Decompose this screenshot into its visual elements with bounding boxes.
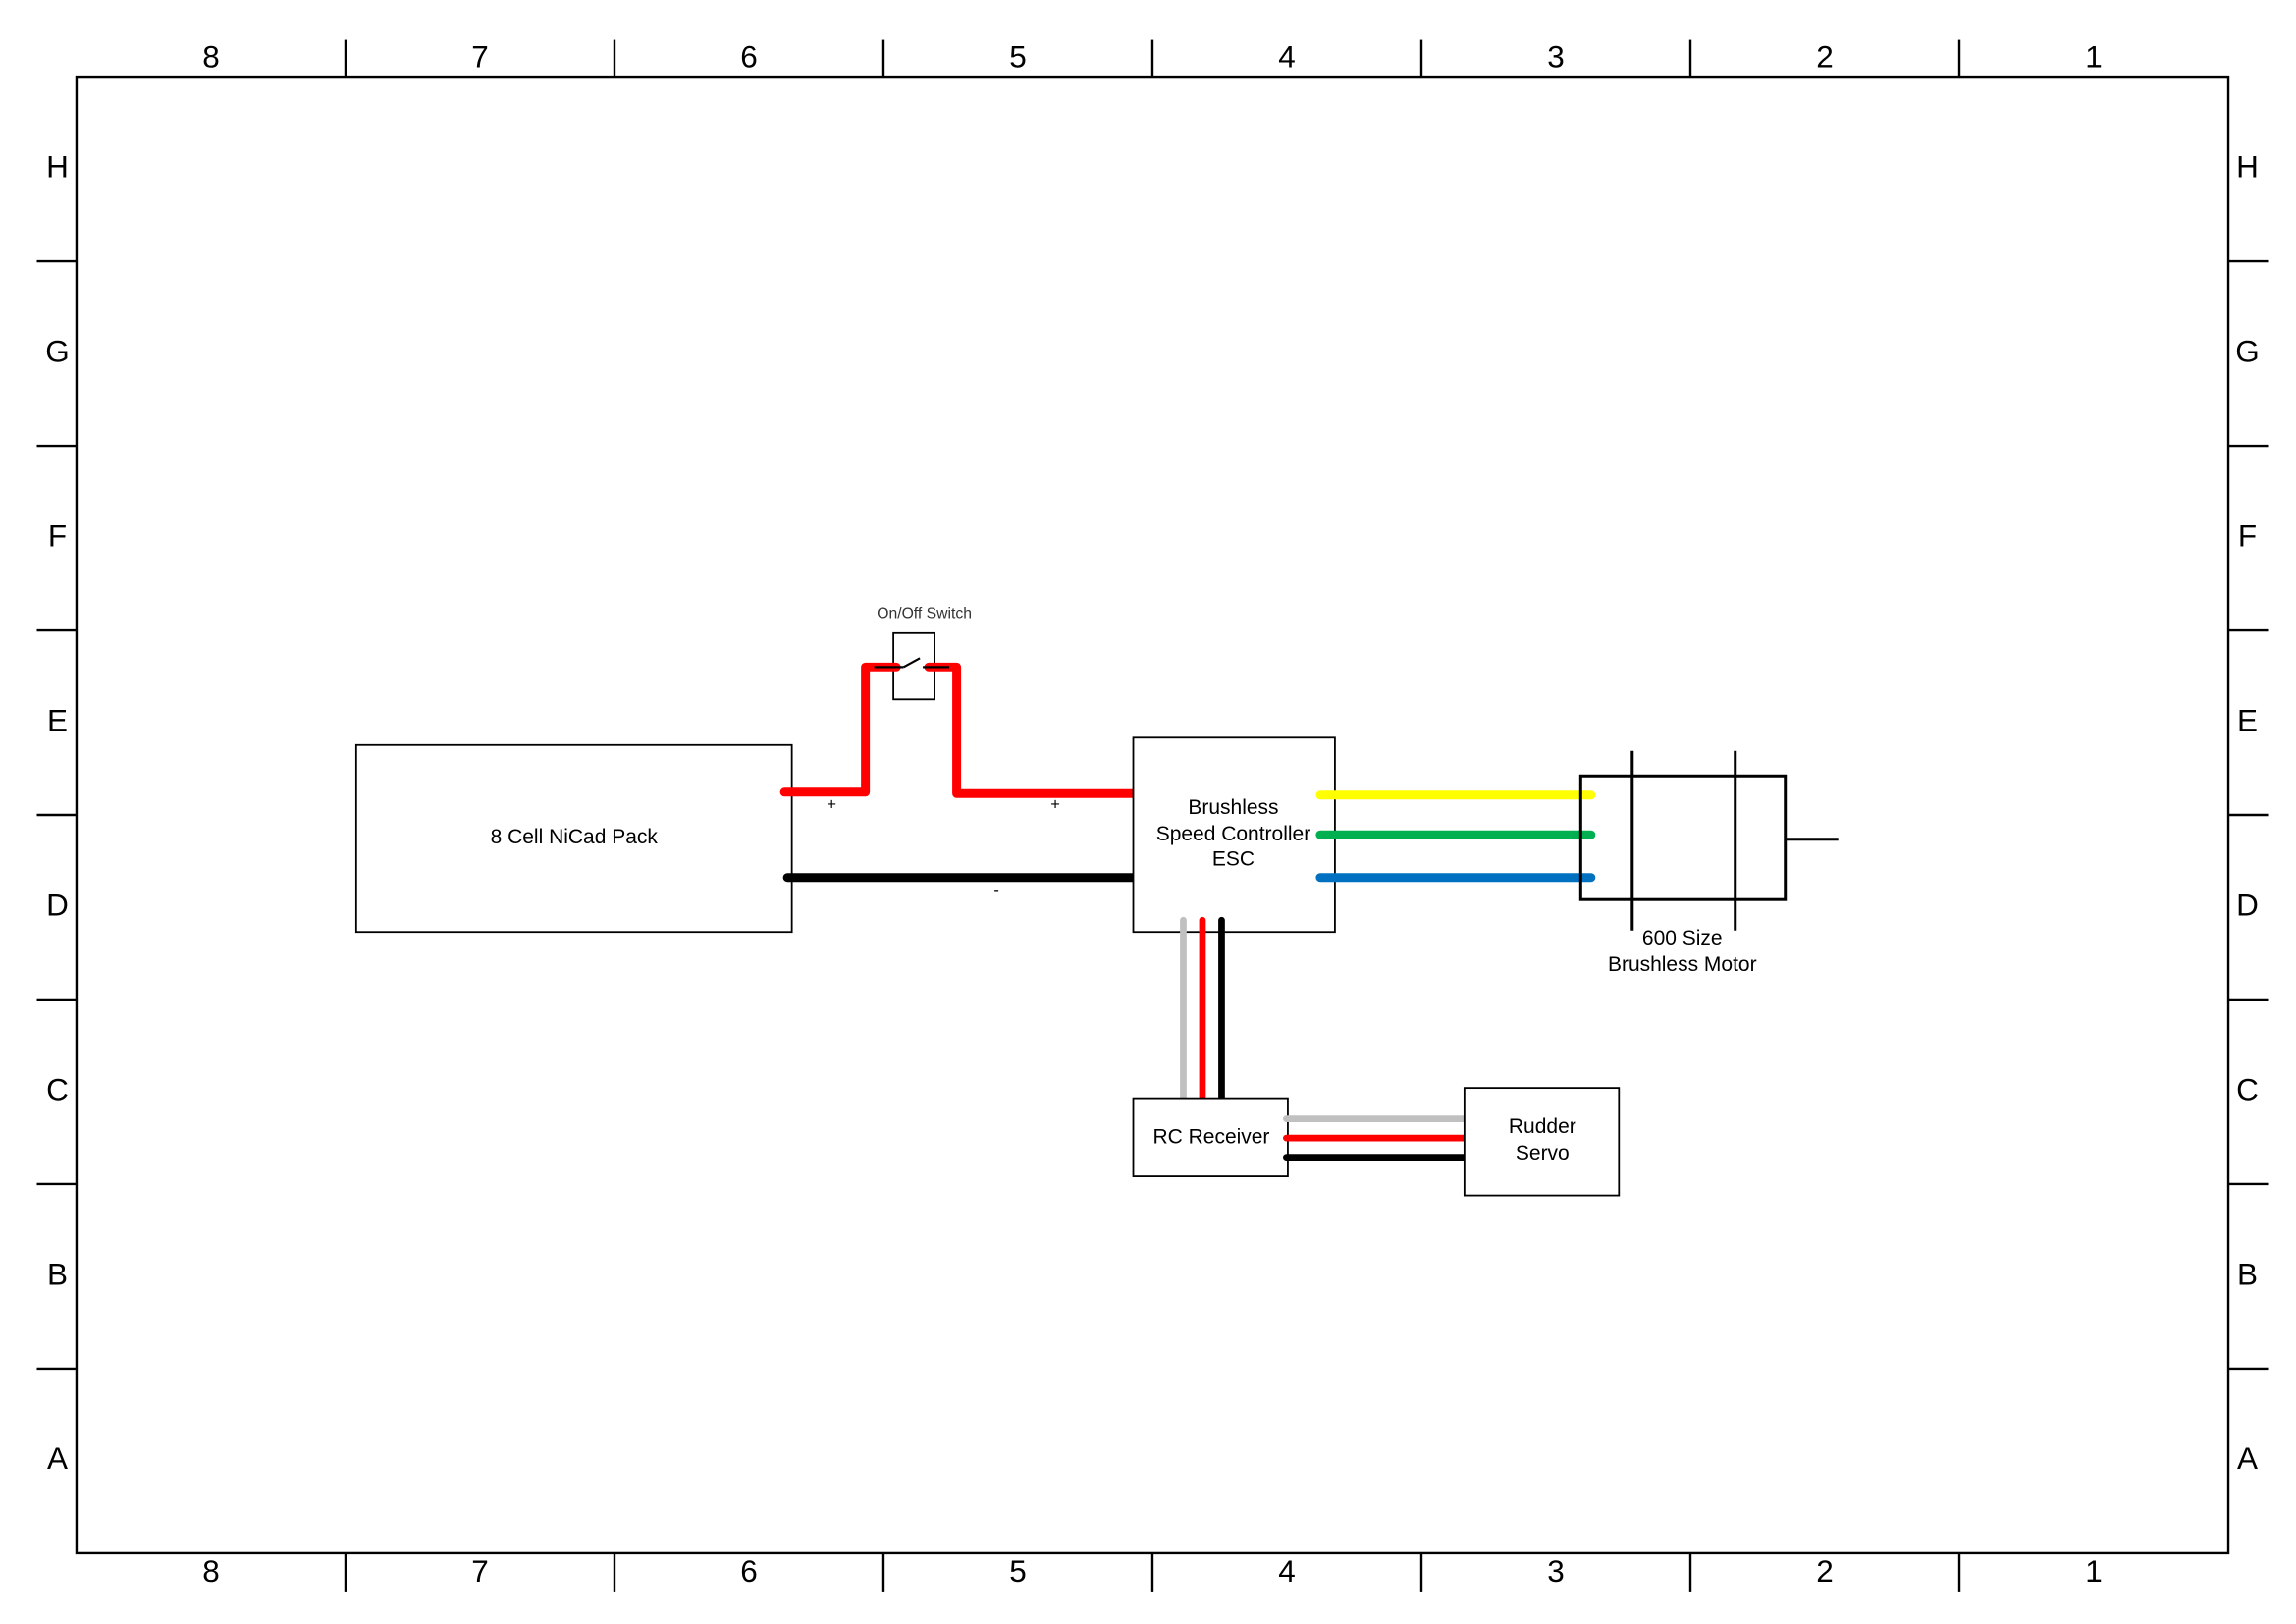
column-label-top: 5 [1009, 39, 1027, 74]
row-label-right: G [2235, 334, 2259, 368]
rc-receiver: RC Receiver [1132, 1097, 1289, 1177]
column-label-bottom: 3 [1547, 1554, 1565, 1589]
row-label-left: D [46, 888, 69, 922]
column-label-top: 7 [471, 39, 489, 74]
esc-label-line2: Speed Controller [1156, 823, 1310, 845]
positive-wire-battery-to-switch [779, 662, 901, 797]
column-label-bottom: 7 [471, 1554, 489, 1589]
plus-label-esc: + [1050, 796, 1060, 814]
row-label-right: A [2237, 1441, 2258, 1476]
column-label-bottom: 4 [1278, 1554, 1296, 1589]
column-label-bottom: 6 [740, 1554, 758, 1589]
column-label-bottom: 2 [1816, 1554, 1834, 1589]
battery-label: 8 Cell NiCad Pack [491, 826, 659, 848]
positive-wire-switch-to-esc [924, 662, 1148, 798]
row-label-left: F [48, 518, 67, 553]
column-label-top: 6 [740, 39, 758, 74]
esc-label-line1: Brushless [1188, 796, 1278, 819]
column-label-top: 4 [1278, 39, 1296, 74]
row-label-right: H [2236, 149, 2259, 184]
rudder-servo: Rudder Servo [1463, 1087, 1621, 1197]
servo-box [1463, 1087, 1621, 1197]
servo-label-line2: Servo [1516, 1142, 1570, 1164]
battery-pack: 8 Cell NiCad Pack [354, 743, 793, 934]
column-label-top: 8 [202, 39, 220, 74]
column-label-bottom: 8 [202, 1554, 220, 1589]
row-label-left: H [46, 149, 69, 184]
receiver-box [1132, 1097, 1289, 1177]
minus-label: - [993, 882, 998, 899]
switch-contact-icon [874, 657, 950, 669]
column-label-top: 3 [1547, 39, 1565, 74]
row-label-left: C [46, 1072, 69, 1107]
motor-box [1578, 774, 1788, 901]
motor-label-line2: Brushless Motor [1608, 953, 1757, 976]
column-label-bottom: 1 [2085, 1554, 2103, 1589]
row-label-right: F [2238, 518, 2257, 553]
brushless-motor: 600 Size Brushless Motor [1578, 750, 1839, 976]
row-label-left: A [47, 1441, 68, 1476]
row-label-right: E [2237, 703, 2258, 737]
column-label-top: 2 [1816, 39, 1834, 74]
speed-controller: Brushless Speed Controller ESC [1132, 736, 1336, 934]
column-label-top: 1 [2085, 39, 2103, 74]
column-label-bottom: 5 [1009, 1554, 1027, 1589]
motor-label-line1: 600 Size [1642, 927, 1723, 949]
row-label-right: C [2236, 1072, 2259, 1107]
row-label-left: E [47, 703, 68, 737]
row-label-right: D [2236, 888, 2259, 922]
plus-label-battery: + [827, 796, 836, 814]
switch-label: On/Off Switch [877, 605, 972, 622]
battery-box [354, 743, 793, 934]
esc-label-line3: ESC [1212, 847, 1255, 870]
servo-label-line1: Rudder [1509, 1115, 1576, 1138]
row-label-right: B [2237, 1257, 2258, 1291]
row-label-left: G [45, 334, 69, 368]
receiver-label: RC Receiver [1152, 1126, 1269, 1149]
row-label-left: B [47, 1257, 68, 1291]
